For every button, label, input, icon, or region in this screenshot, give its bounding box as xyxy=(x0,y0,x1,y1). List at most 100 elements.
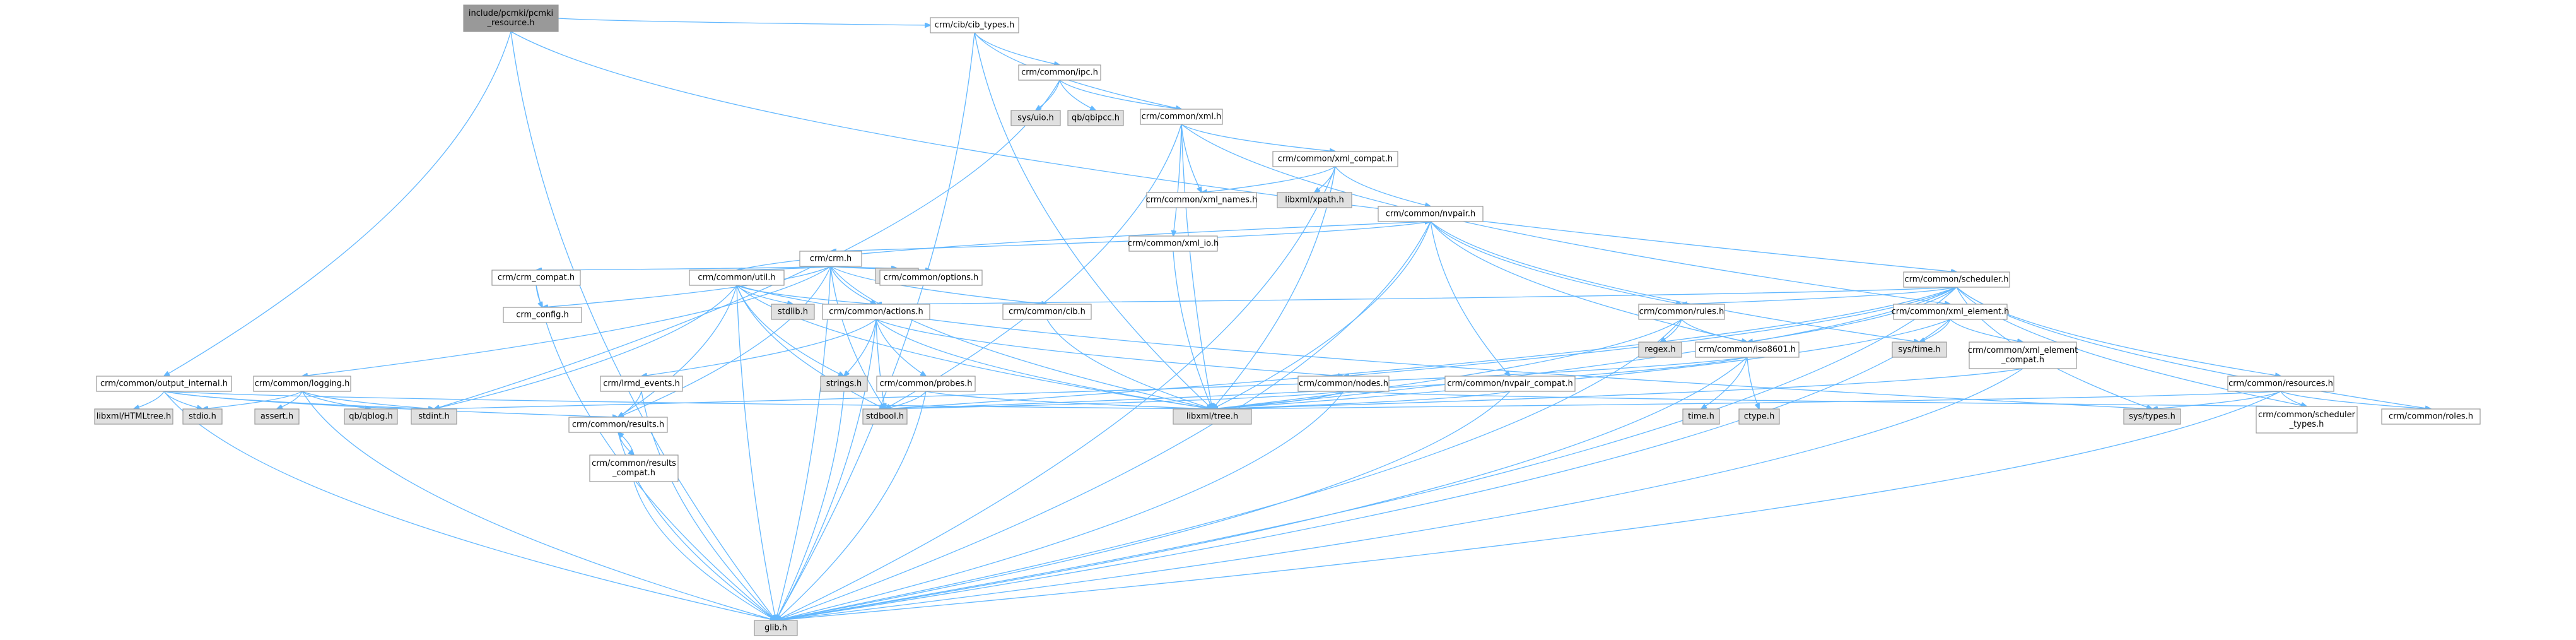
node-label: sys/time.h xyxy=(1898,345,1940,355)
edge-results_compat-to-results xyxy=(618,432,635,456)
node-logging[interactable]: crm/common/logging.h xyxy=(253,376,351,392)
node-stdio[interactable]: stdio.h xyxy=(182,408,223,425)
node-label: sys/uio.h xyxy=(1017,114,1054,123)
edge-xml_element-to-glib xyxy=(776,319,1951,620)
node-xml_names[interactable]: crm/common/xml_names.h xyxy=(1146,192,1258,208)
node-label: crm/common/options.h xyxy=(884,273,979,283)
edge-nvpair-to-systime xyxy=(1430,221,1919,342)
node-libxmltree[interactable]: libxml/tree.h xyxy=(1173,408,1252,425)
node-root[interactable]: include/pcmki/pcmki_resource.h xyxy=(463,4,559,32)
node-iso8601[interactable]: crm/common/iso8601.h xyxy=(1695,341,1800,358)
node-box xyxy=(1903,271,2010,288)
node-box xyxy=(689,270,785,286)
node-label: assert.h xyxy=(261,412,293,422)
node-nvpair[interactable]: crm/common/nvpair.h xyxy=(1378,206,1484,222)
node-box xyxy=(879,270,983,286)
node-label: crm/common/iso8601.h xyxy=(1699,345,1796,355)
node-roles[interactable]: crm/common/roles.h xyxy=(2381,408,2481,425)
node-label: crm/common/results.h xyxy=(572,420,664,430)
edge-scheduler-to-stdbool xyxy=(885,287,1957,409)
node-results_compat[interactable]: crm/common/results_compat.h xyxy=(589,454,679,482)
edge-fmd_events-to-results xyxy=(618,391,642,417)
node-scheduler[interactable]: crm/common/scheduler.h xyxy=(1903,271,2010,288)
node-util[interactable]: crm/common/util.h xyxy=(689,270,785,286)
node-crm[interactable]: crm/crm.h xyxy=(799,251,862,267)
node-label: include/pcmki/pcmki xyxy=(469,9,553,18)
node-label: crm/common/xml_element.h xyxy=(1892,307,2010,317)
node-rules[interactable]: crm/common/rules.h xyxy=(1638,304,1725,320)
node-box xyxy=(344,408,398,425)
node-box xyxy=(568,417,668,433)
edge-ipc-to-stdint xyxy=(434,80,1060,409)
edge-iso8601-to-glib xyxy=(776,357,1748,620)
edge-xml_compat-to-nvpair xyxy=(1335,166,1431,206)
node-xml[interactable]: crm/common/xml.h xyxy=(1140,109,1223,125)
node-cib[interactable]: crm/common/cib.h xyxy=(1002,304,1092,320)
node-cib_types[interactable]: crm/cib/cib_types.h xyxy=(930,17,1019,33)
node-box xyxy=(1638,341,1682,358)
node-resources[interactable]: crm/common/resources.h xyxy=(2227,376,2334,392)
node-ipc[interactable]: crm/common/ipc.h xyxy=(1018,64,1101,81)
edge-util-to-stdbool xyxy=(736,285,885,409)
node-time[interactable]: time.h xyxy=(1682,408,1720,425)
node-strings[interactable]: strings.h xyxy=(820,376,868,392)
node-label: glib.h xyxy=(764,624,787,633)
node-box xyxy=(1638,304,1725,320)
node-xml_element[interactable]: crm/common/xml_element.h xyxy=(1892,304,2010,320)
node-label: stdio.h xyxy=(189,412,216,422)
node-scheduler_types[interactable]: crm/common/scheduler_types.h xyxy=(2256,406,2358,434)
node-systime[interactable]: sys/time.h xyxy=(1892,341,1947,358)
edge-nvpair-to-crm xyxy=(831,221,1431,251)
node-xml_io[interactable]: crm/common/xml_io.h xyxy=(1128,235,1219,252)
node-box xyxy=(1002,304,1092,320)
node-label: crm/common/xml.h xyxy=(1142,112,1222,122)
node-qbipcc[interactable]: qb/qbipcc.h xyxy=(1067,110,1124,126)
node-regex[interactable]: regex.h xyxy=(1638,341,1682,358)
node-actions[interactable]: crm/common/actions.h xyxy=(822,304,930,320)
node-glib[interactable]: glib.h xyxy=(754,620,798,636)
node-box xyxy=(491,270,581,286)
edge-util-to-nvpair xyxy=(736,222,1431,271)
node-label: crm/common/probes.h xyxy=(880,379,973,389)
node-box xyxy=(1682,408,1720,425)
node-box xyxy=(820,376,868,392)
node-fmd_events[interactable]: crm/lrmd_events.h xyxy=(600,376,683,392)
node-crm_config[interactable]: crm_config.h xyxy=(503,307,582,323)
node-xpath[interactable]: libxml/xpath.h xyxy=(1277,192,1352,208)
node-probes[interactable]: crm/common/probes.h xyxy=(876,376,976,392)
node-label: libxml/tree.h xyxy=(1186,412,1238,422)
node-output_internal[interactable]: crm/common/output_internal.h xyxy=(96,376,232,392)
node-qblog[interactable]: qb/qblog.h xyxy=(344,408,398,425)
node-box xyxy=(822,304,930,320)
edge-iso8601-to-time xyxy=(1701,357,1748,409)
node-nodes[interactable]: crm/common/nodes.h xyxy=(1297,376,1390,392)
node-assert[interactable]: assert.h xyxy=(254,408,300,425)
node-label: crm/common/xml_element xyxy=(1968,346,2078,355)
node-xml_element_compat[interactable]: crm/common/xml_element_compat.h xyxy=(1968,341,2078,369)
node-crm_compat[interactable]: crm/crm_compat.h xyxy=(491,270,581,286)
node-label: crm/common/scheduler.h xyxy=(1904,275,2008,285)
node-results[interactable]: crm/common/results.h xyxy=(568,417,668,433)
node-nvpair_compat[interactable]: crm/common/nvpair_compat.h xyxy=(1444,376,1576,392)
node-stdbool[interactable]: stdbool.h xyxy=(862,408,908,425)
node-stdlib[interactable]: stdlib.h xyxy=(771,304,815,320)
node-htmltree[interactable]: libxml/HTMLtree.h xyxy=(94,408,173,425)
node-sysuio[interactable]: sys/uio.h xyxy=(1010,110,1061,126)
node-label: crm/common/output_internal.h xyxy=(100,379,228,389)
node-box xyxy=(182,408,223,425)
edge-logging-to-assert xyxy=(277,391,303,409)
node-ctype[interactable]: ctype.h xyxy=(1738,408,1780,425)
node-label: crm/crm_compat.h xyxy=(498,273,575,283)
edge-crm-to-logging xyxy=(302,266,831,376)
node-systypes[interactable]: sys/types.h xyxy=(2123,408,2181,425)
node-stdint[interactable]: stdint.h xyxy=(411,408,457,425)
edge-output_internal-to-glib xyxy=(163,391,776,620)
node-label: crm/common/ipc.h xyxy=(1021,68,1098,78)
node-box xyxy=(2123,408,2181,425)
edge-xml-to-libxmltree xyxy=(1181,124,1212,409)
node-label: crm/common/logging.h xyxy=(255,379,350,389)
node-label: stdint.h xyxy=(418,412,449,422)
node-label: crm/crm.h xyxy=(810,254,852,264)
node-options[interactable]: crm/common/options.h xyxy=(879,270,983,286)
node-xml_compat[interactable]: crm/common/xml_compat.h xyxy=(1272,151,1398,167)
